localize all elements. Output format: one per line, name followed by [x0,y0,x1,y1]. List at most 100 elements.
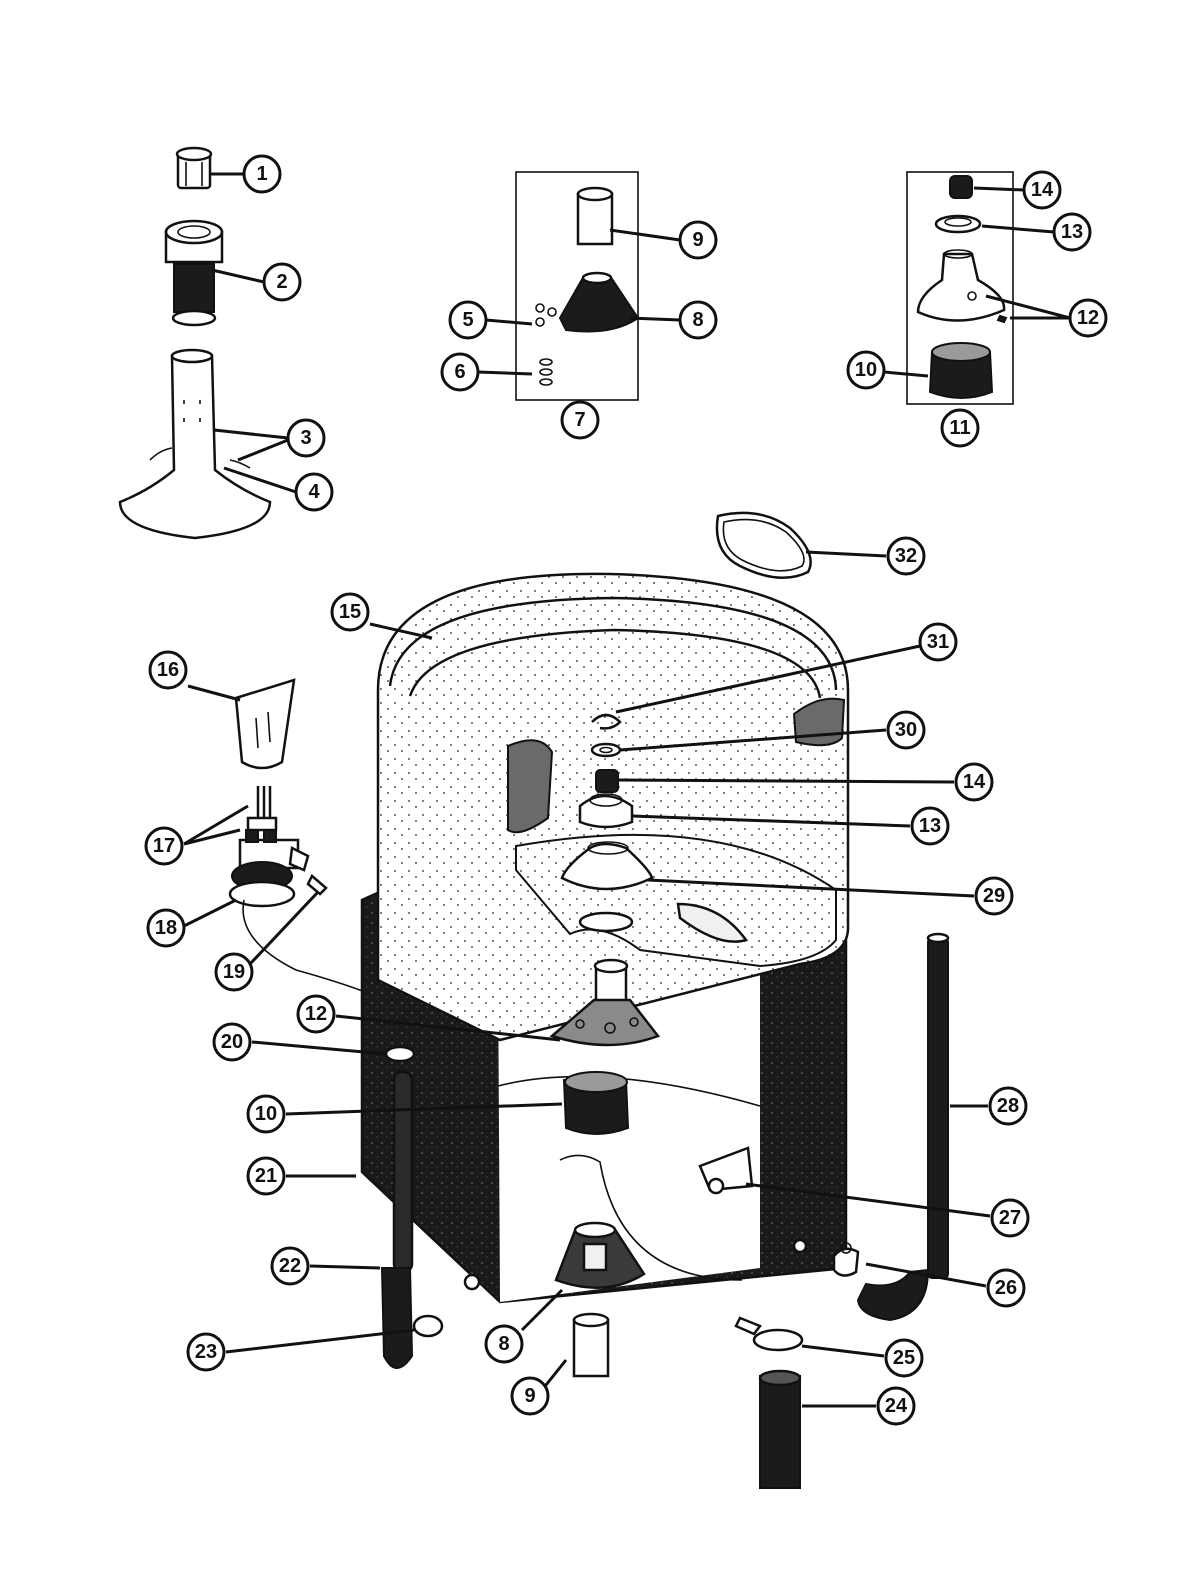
callout-24: 24 [876,1386,916,1426]
callout-label: 19 [223,961,245,983]
callout-22: 22 [270,1246,310,1286]
tube-22 [380,1070,414,1369]
callout-20: 20 [212,1022,252,1062]
pressure-switch [228,829,310,908]
callout-label: 2 [276,271,287,293]
callout-label: 12 [305,1003,327,1025]
callout-label: 4 [308,481,320,503]
tube-28 [856,932,950,1322]
callout-8-lower: 8 [484,1324,524,1364]
callout-label: 5 [462,309,473,331]
callout-10-top: 10 [846,350,886,390]
retaining-ring [934,214,982,234]
callout-label: 9 [692,229,703,251]
nut-14 [595,769,619,793]
callout-label: 14 [963,771,986,793]
snap-ring [591,713,622,730]
callout-label: 12 [1077,307,1099,329]
hub-cone [916,249,1008,324]
callout-12-lower: 12 [296,994,336,1034]
callout-27: 27 [990,1198,1030,1238]
hub-13 [578,793,634,829]
sleeve-9 [572,1312,610,1378]
grease-pouch [234,678,296,770]
callout-label: 10 [255,1103,277,1125]
agitator-cap [175,146,213,190]
callout-label: 15 [339,601,361,623]
kit-box-7 [515,171,639,401]
callout-label: 26 [995,1277,1017,1299]
callout-label: 22 [279,1255,301,1277]
callout-13-center: 13 [910,806,950,846]
switch-screw [306,874,328,896]
callout-9-lower: 9 [510,1376,550,1416]
callout-8-top: 8 [678,300,718,340]
drain-hose-24 [758,1369,802,1489]
callout-label: 11 [949,417,970,439]
callout-label: 8 [498,1333,509,1355]
agitator-dogs-assembly [164,219,224,327]
callout-21: 21 [246,1156,286,1196]
callout-25: 25 [884,1338,924,1378]
callout-label: 14 [1031,179,1054,201]
callout-label: 8 [692,309,703,331]
callout-2: 2 [262,262,302,302]
callout-17: 17 [144,826,184,866]
callout-label: 10 [855,359,877,381]
callout-label: 9 [524,1385,535,1407]
callout-28: 28 [988,1086,1028,1126]
kit-box-11 [906,171,1014,405]
callout-label: 27 [999,1207,1021,1229]
callout-14-center: 14 [954,762,994,802]
callout-label: 17 [153,835,175,857]
callout-10-lower: 10 [246,1094,286,1134]
callout-16: 16 [148,650,188,690]
callout-label: 28 [997,1095,1019,1117]
callout-label: 23 [195,1341,217,1363]
callout-15: 15 [330,592,370,632]
gasket-32 [715,511,812,579]
seal-cone-29 [560,841,654,891]
callout-19: 19 [214,952,254,992]
air-tube [242,899,381,999]
clamp-26 [832,1242,860,1277]
callout-12-top: 12 [1068,298,1108,338]
callout-label: 32 [895,545,917,567]
callout-label: 16 [157,659,179,681]
callout-label: 6 [454,361,465,383]
callout-5: 5 [448,300,488,340]
callout-label: 1 [256,163,267,185]
callout-label: 18 [155,917,177,939]
drive-bell [558,271,640,333]
callout-label: 21 [255,1165,277,1187]
callout-11: 11 [940,408,980,448]
callout-14-top: 14 [1022,170,1062,210]
callout-31: 31 [918,622,958,662]
callout-label: 30 [895,719,917,741]
callout-label: 7 [574,409,585,431]
callout-label: 24 [885,1395,908,1417]
callout-label: 3 [300,427,311,449]
callout-23: 23 [186,1332,226,1372]
clamp-25 [734,1316,804,1352]
callout-18: 18 [146,908,186,948]
callout-label: 20 [221,1031,243,1053]
boot-seal-10 [562,1071,630,1135]
callout-26: 26 [986,1268,1026,1308]
washer-30 [590,742,622,758]
washers [535,303,557,327]
callout-30: 30 [886,710,926,750]
callout-9-top: 9 [678,220,718,260]
callout-1: 1 [242,154,282,194]
callout-6: 6 [440,352,480,392]
drive-bell-sleeve [576,186,614,246]
callout-32: 32 [886,536,926,576]
callout-label: 31 [927,631,949,653]
leader-lines [183,172,1071,1408]
boot-seal [928,342,994,399]
callout-13-top: 13 [1052,212,1092,252]
callout-label: 13 [1061,221,1083,243]
callout-label: 13 [919,815,941,837]
callout-4: 4 [294,472,334,512]
